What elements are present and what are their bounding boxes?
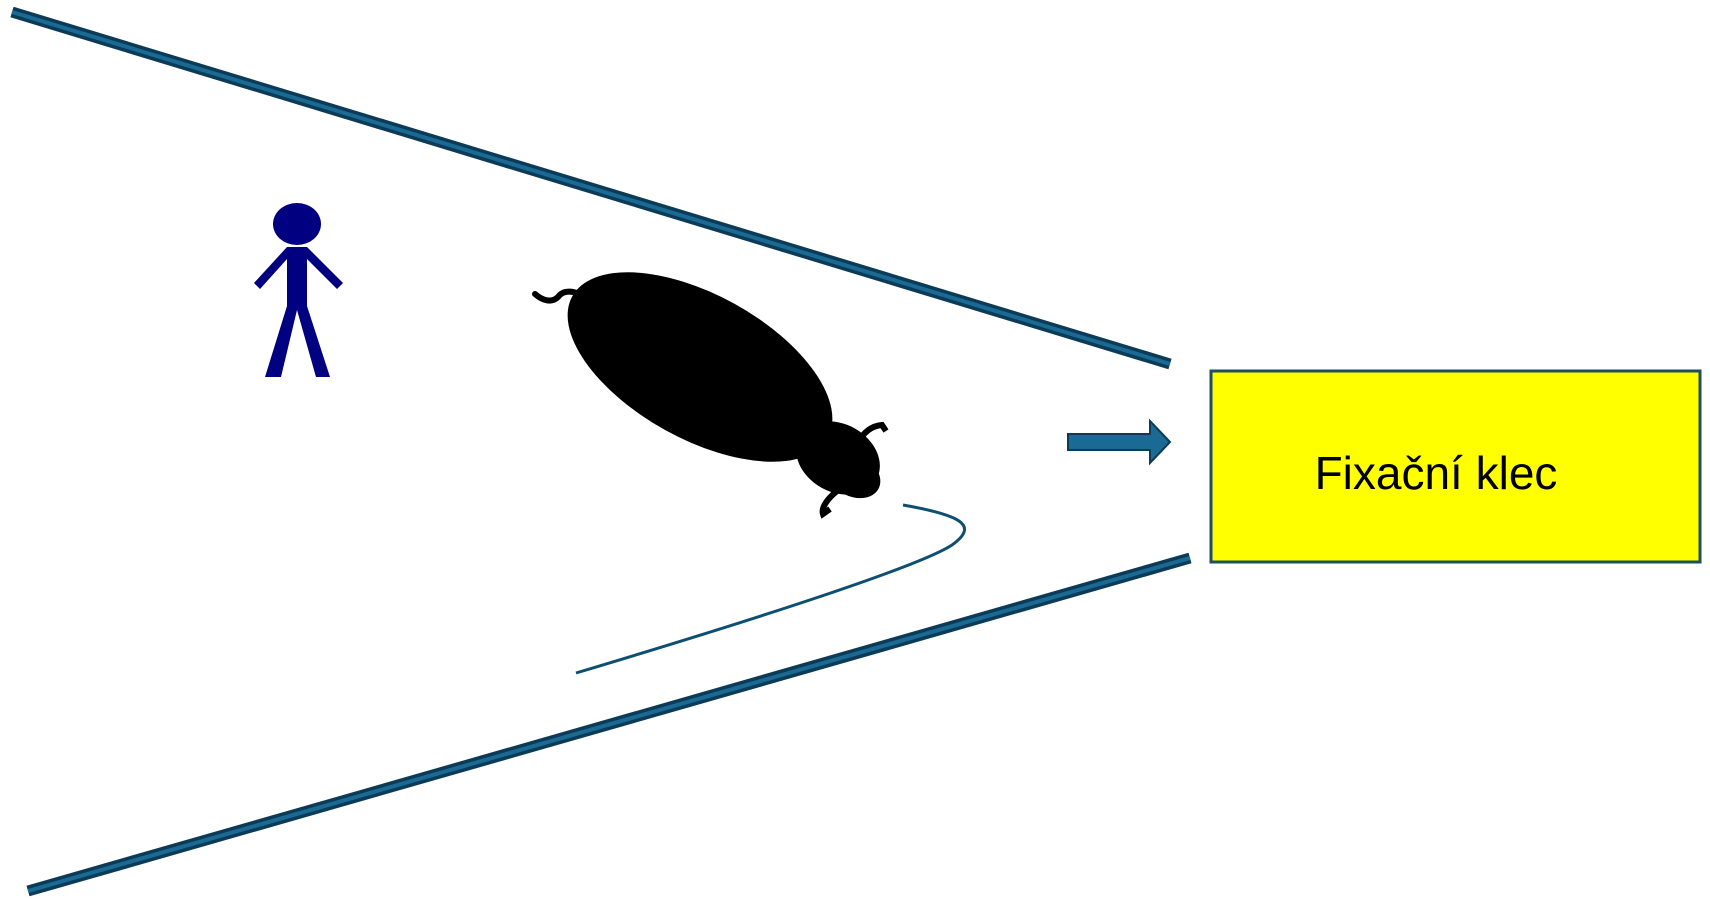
leash-line [575,503,966,675]
animal-silhouette-icon [532,272,889,519]
fixation-cage: Fixační klec [1209,369,1702,564]
arrow-right-icon [1067,418,1172,466]
person-icon [254,203,343,377]
upper-fence [10,6,1172,370]
lower-fence [26,552,1192,897]
cage-label: Fixační klec [1315,447,1558,499]
